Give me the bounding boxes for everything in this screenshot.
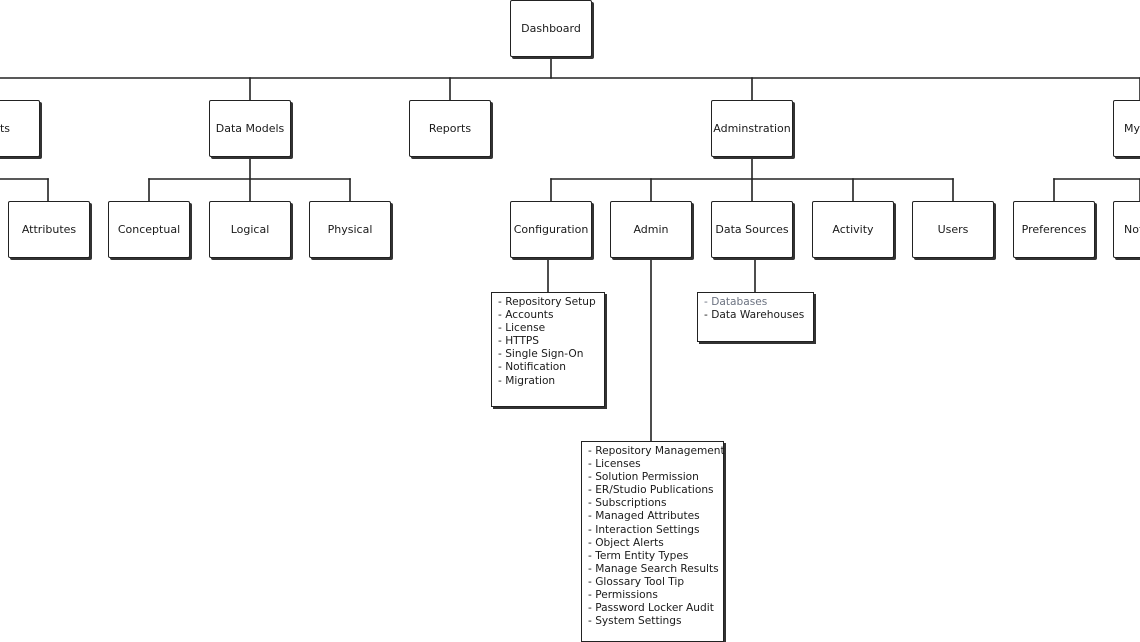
node-physical: Physical (309, 201, 391, 258)
node-conceptual: Conceptual (108, 201, 190, 258)
node-administration: Adminstration (711, 100, 793, 157)
node-label: ects (0, 122, 10, 135)
node-notifications: Not (1113, 201, 1140, 258)
node-label: Not (1124, 223, 1140, 236)
node-label: Reports (428, 122, 472, 135)
node-label: Attributes (21, 223, 77, 236)
node-preferences: Preferences (1013, 201, 1095, 258)
list-item: - License (498, 322, 546, 335)
node-label: Configuration (513, 223, 589, 236)
list-item: - Databases (704, 296, 768, 308)
list-item: - HTTPS (498, 335, 540, 348)
node-label: Conceptual (117, 223, 181, 236)
list-item: - Licenses (588, 458, 641, 471)
list-item: - ER/Studio Publications (588, 484, 714, 497)
list-item: - Manage Search Results (588, 562, 719, 575)
node-logical: Logical (209, 201, 291, 258)
list-item: - Object Alerts (588, 536, 664, 549)
node-label: Activity (832, 223, 874, 236)
node-label: Admin (633, 223, 669, 236)
node-data-models: Data Models (209, 100, 291, 157)
configuration-list: - Repository Setup - Accounts - License … (491, 292, 605, 407)
node-label: Dashboard (521, 22, 581, 35)
list-item: - System Settings (588, 615, 682, 628)
list-item: - Repository Management (588, 445, 725, 457)
node-label: My (1124, 122, 1140, 135)
node-label: Data Models (215, 122, 285, 135)
list-item: - Managed Attributes (588, 510, 700, 523)
node-label: Logical (230, 223, 270, 236)
node-configuration: Configuration (510, 201, 592, 258)
node-data-sources: Data Sources (711, 201, 793, 258)
list-item: - Subscriptions (588, 497, 667, 510)
list-item: - Single Sign-On (498, 348, 584, 361)
list-item: - Notification (498, 361, 566, 374)
list-item: - Data Warehouses (704, 309, 805, 322)
admin-list: - Repository Management - Licenses - Sol… (581, 441, 725, 642)
node-label: Data Sources (715, 223, 789, 236)
node-admin: Admin (610, 201, 692, 258)
node-label: Physical (327, 223, 373, 236)
node-label: Adminstration (713, 122, 791, 135)
list-item: - Solution Permission (588, 471, 699, 484)
node-label: Users (937, 223, 969, 236)
node-attributes: Attributes (8, 201, 90, 258)
list-item: - Glossary Tool Tip (588, 575, 685, 588)
list-item: - Migration (498, 374, 556, 387)
list-item: - Password Locker Audit (588, 602, 714, 615)
list-item: - Accounts (498, 309, 554, 322)
list-item: - Term Entity Types (588, 549, 689, 562)
list-item: - Repository Setup (498, 296, 596, 308)
list-item: - Interaction Settings (588, 523, 700, 536)
node-label: Preferences (1021, 223, 1087, 236)
node-activity: Activity (812, 201, 894, 258)
node-reports: Reports (409, 100, 491, 157)
data-sources-list: - Databases - Data Warehouses (697, 292, 814, 342)
list-item: - Permissions (588, 589, 658, 602)
node-dashboard: Dashboard (510, 0, 592, 57)
node-users: Users (912, 201, 994, 258)
node-my: My (1113, 100, 1140, 157)
node-objects: ects (0, 100, 40, 157)
